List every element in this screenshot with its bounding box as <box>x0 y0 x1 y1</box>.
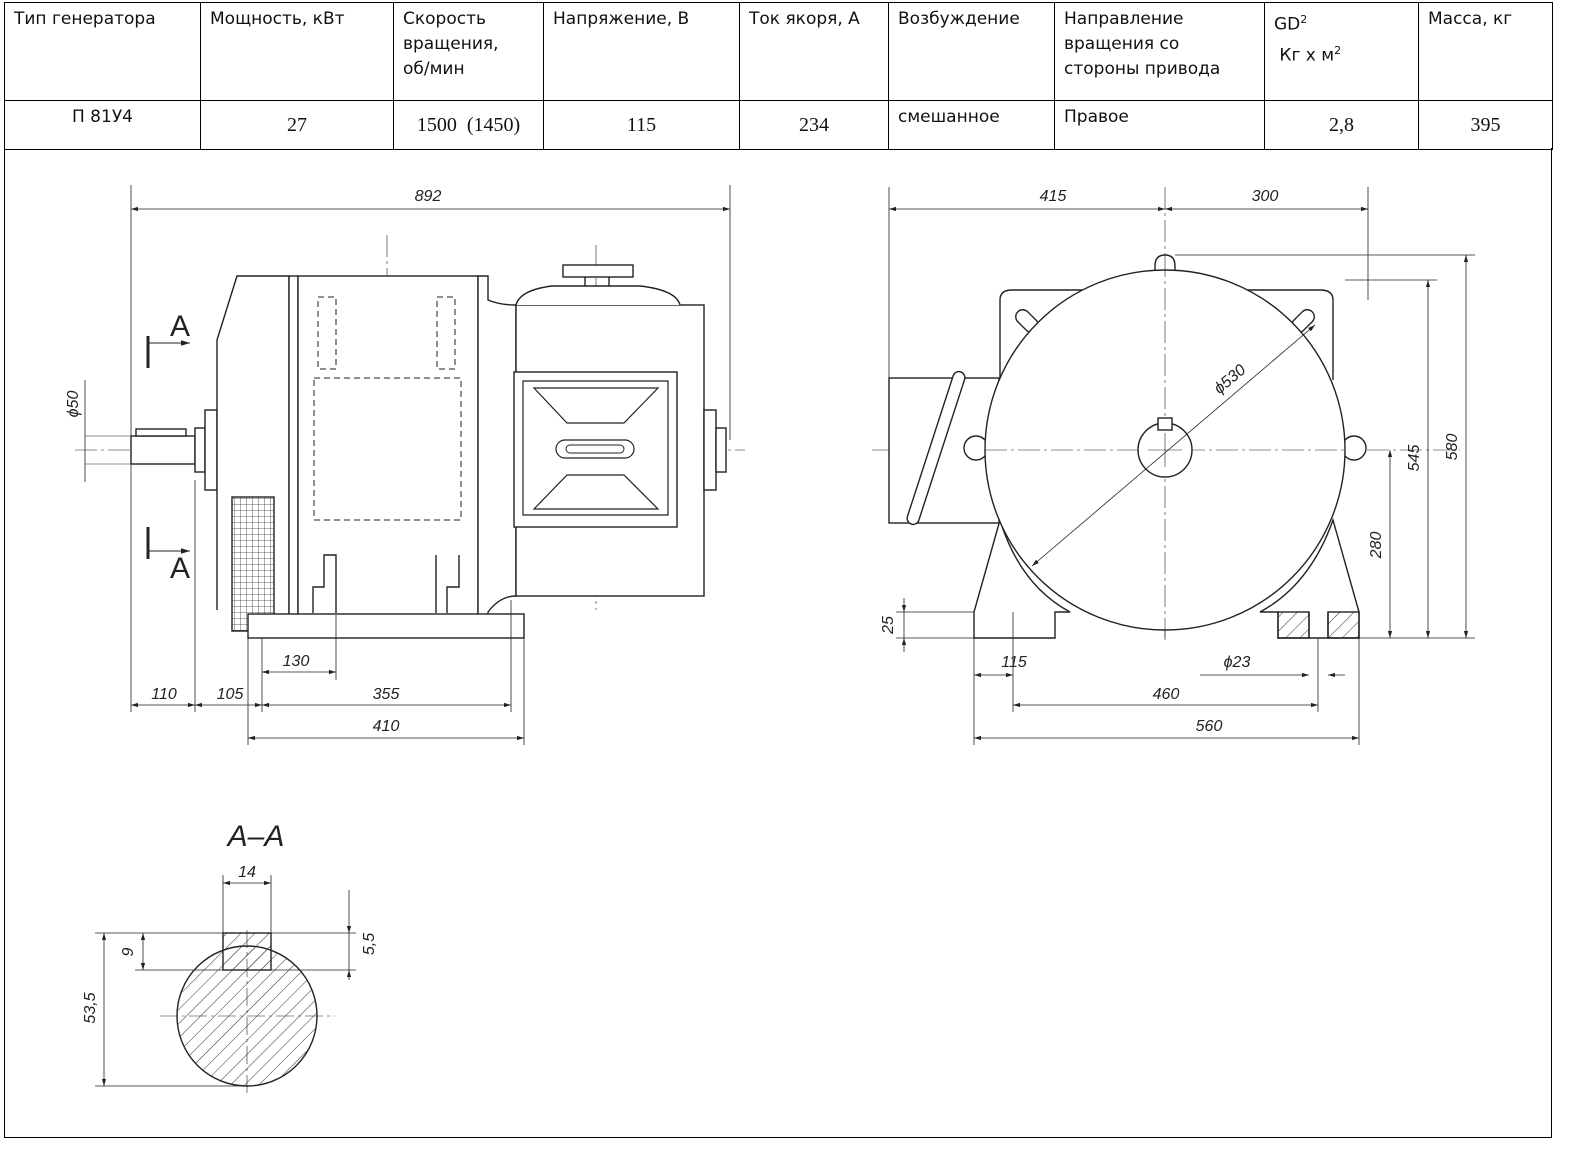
dim-280: 280 <box>1368 532 1385 560</box>
dim-460: 460 <box>1153 686 1180 703</box>
header-direction-line3: стороны привода <box>1064 59 1221 79</box>
section-view <box>95 875 356 1096</box>
spec-data-row: П 81У4 27 1500 (1450) 115 234 смешанное … <box>4 100 1553 150</box>
dim-130: 130 <box>283 653 310 670</box>
cell-type: П 81У4 <box>4 100 201 150</box>
header-gd: GD2 Кг х м2 <box>1264 2 1419 101</box>
dim-115: 115 <box>1001 654 1027 671</box>
dim-9: 9 <box>120 947 137 956</box>
cell-excitation: смешанное <box>888 100 1055 150</box>
dim-545: 545 <box>1406 445 1423 472</box>
cell-current: 234 <box>739 100 889 150</box>
section-marker-bottom: A <box>170 552 190 585</box>
header-current: Ток якоря, А <box>739 2 889 101</box>
dim-diameter-23: ϕ23 <box>1224 654 1251 671</box>
header-mass: Масса, кг <box>1418 2 1553 101</box>
side-view <box>75 185 745 745</box>
header-gd-base: GD <box>1274 14 1301 35</box>
dim-53-5: 53,5 <box>82 992 99 1023</box>
cell-power: 27 <box>200 100 394 150</box>
dim-110: 110 <box>151 686 177 703</box>
dim-410: 410 <box>373 718 400 735</box>
header-gd-unit-sup: 2 <box>1334 43 1342 57</box>
section-title: A–A <box>226 820 285 853</box>
header-gd-sup: 2 <box>1300 13 1308 26</box>
cell-direction: Правое <box>1054 100 1265 150</box>
side-view-labels: 892 ϕ50 A A 130 110 105 355 410 <box>65 188 441 735</box>
spec-header-row: Тип генератора Мощность, кВт Скорость вра… <box>4 2 1553 101</box>
cell-gd: 2,8 <box>1264 100 1419 150</box>
dim-5-5: 5,5 <box>361 933 378 955</box>
spec-table: Тип генератора Мощность, кВт Скорость вра… <box>4 2 1553 150</box>
dim-shaft-diameter: ϕ50 <box>65 391 82 418</box>
header-type: Тип генератора <box>4 2 201 101</box>
header-speed-line2: вращения, <box>403 34 499 54</box>
dim-14: 14 <box>238 864 256 881</box>
cell-speed: 1500 (1450) <box>393 100 544 150</box>
header-power: Мощность, кВт <box>200 2 394 101</box>
header-speed-line1: Скорость <box>403 9 486 29</box>
header-direction: Направление вращения со стороны привода <box>1054 2 1265 101</box>
header-direction-line2: вращения со <box>1064 34 1180 54</box>
dim-300: 300 <box>1252 188 1279 205</box>
header-direction-line1: Направление <box>1064 9 1184 29</box>
dim-105: 105 <box>217 686 244 703</box>
drawing-frame <box>4 148 1552 1138</box>
header-voltage: Напряжение, В <box>543 2 740 101</box>
header-gd-unit: Кг х м <box>1279 45 1335 66</box>
cell-voltage: 115 <box>543 100 740 150</box>
dim-560: 560 <box>1196 718 1223 735</box>
section-view-labels: A–A 14 9 5,5 53,5 <box>82 820 378 1024</box>
end-view <box>872 187 1475 745</box>
dim-overall-length: 892 <box>415 188 442 205</box>
dim-355: 355 <box>373 686 400 703</box>
cell-mass: 395 <box>1418 100 1553 150</box>
dim-415: 415 <box>1040 188 1067 205</box>
dim-580: 580 <box>1444 434 1461 461</box>
header-speed-line3: об/мин <box>403 59 465 79</box>
section-marker-top: A <box>170 310 190 343</box>
dim-25: 25 <box>880 616 897 635</box>
header-excitation: Возбуждение <box>888 2 1055 101</box>
